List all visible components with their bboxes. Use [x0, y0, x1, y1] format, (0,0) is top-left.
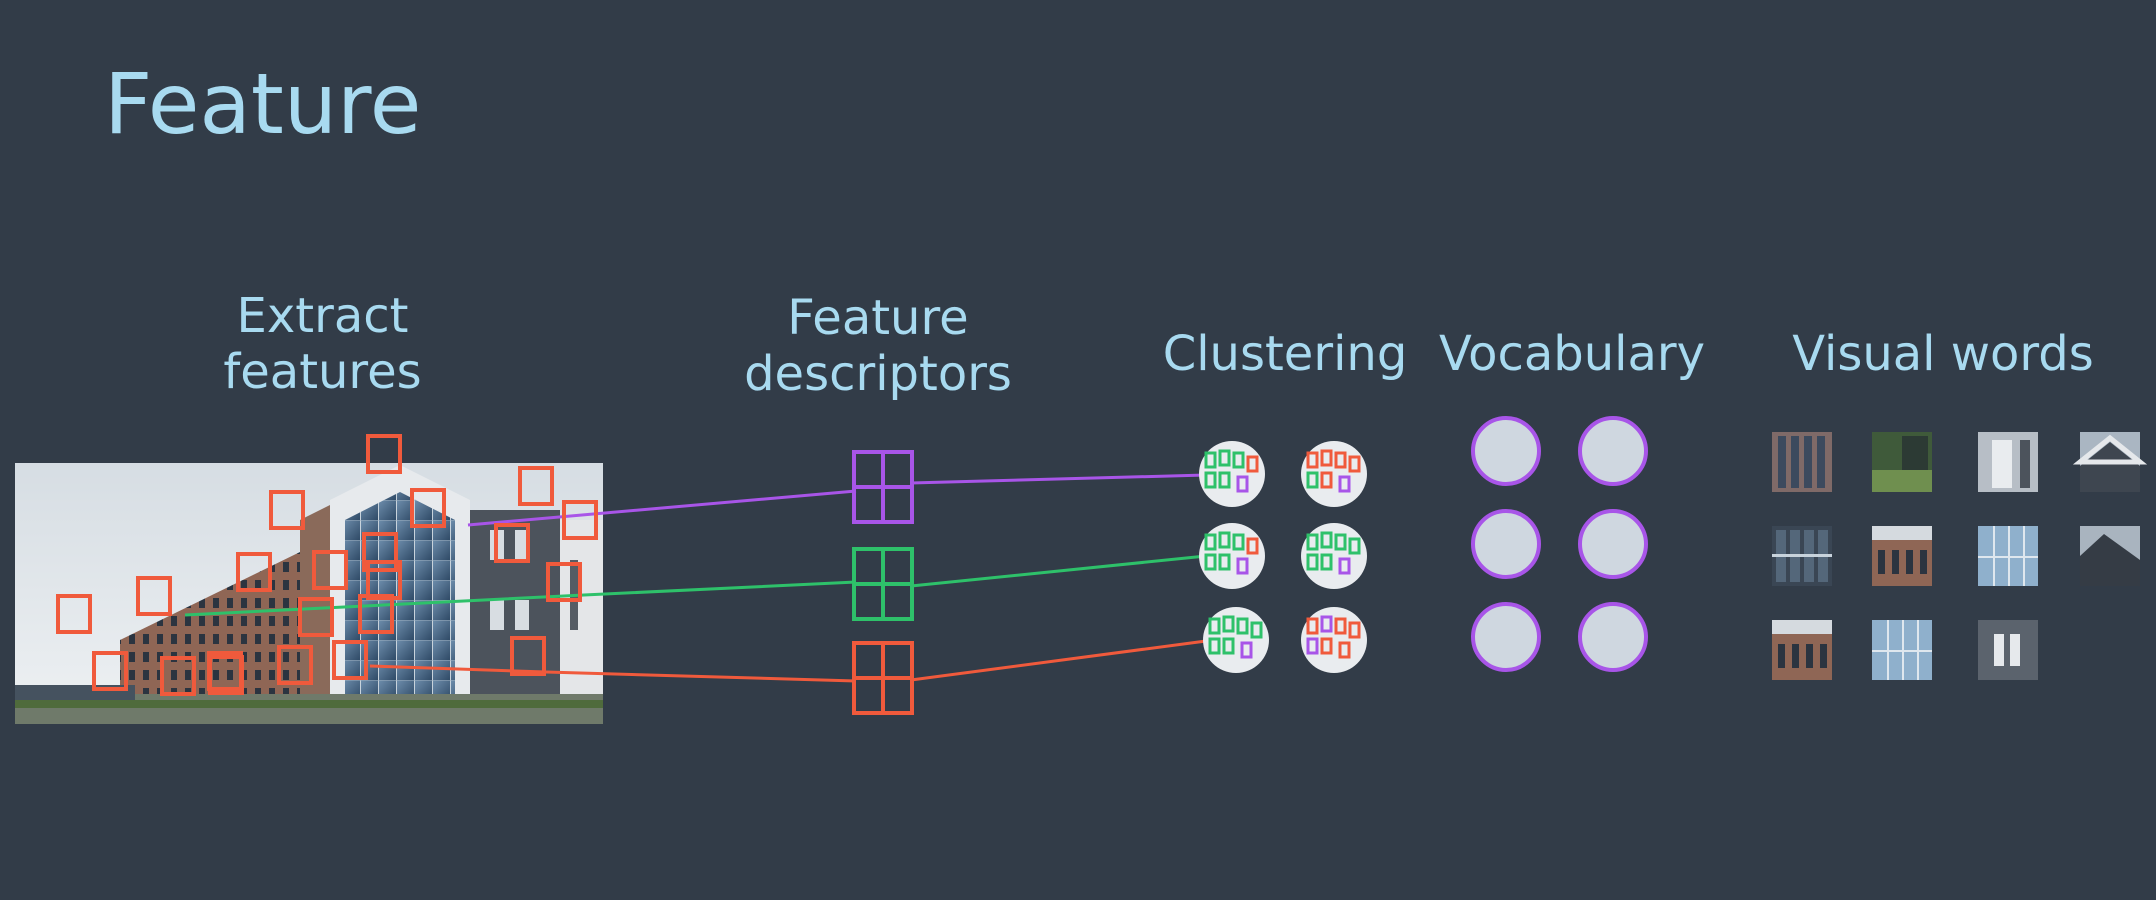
- vocabulary-word-circle-icon: [1578, 602, 1648, 672]
- feature-boxes: [56, 434, 598, 696]
- label-extract-line-1: Extract: [236, 288, 409, 344]
- clusters: [1199, 441, 1367, 673]
- descriptor-grid-icon: [852, 450, 914, 524]
- feature-box: [312, 550, 348, 590]
- feature-descriptors: [852, 450, 914, 715]
- feature-box: [298, 597, 334, 637]
- visual-word-thumbnail: [1872, 526, 1932, 586]
- feature-box: [518, 466, 554, 506]
- feature-box: [92, 651, 128, 691]
- visual-word-thumbnail: [1772, 432, 1832, 492]
- descriptor-grid-icon: [852, 641, 914, 715]
- vocabulary-words: [1471, 416, 1648, 672]
- cluster-circle-icon: [1301, 523, 1367, 589]
- feature-box: [56, 594, 92, 634]
- feature-box: [510, 636, 546, 676]
- feature-box: [269, 490, 305, 530]
- visual-word-thumbnail: [2072, 432, 2148, 492]
- label-extract-features: Extract features: [190, 288, 455, 400]
- cluster-circle-icon: [1199, 523, 1265, 589]
- cluster-circle-icon: [1301, 607, 1367, 673]
- visual-word-thumbnail: [1978, 432, 2038, 492]
- feature-box: [562, 500, 598, 540]
- feature-box: [332, 640, 368, 680]
- feature-box: [236, 552, 272, 592]
- page-title: Feature: [104, 55, 422, 153]
- visual-word-thumbnail: [1772, 620, 1832, 680]
- feature-box: [366, 434, 402, 474]
- label-visual-words: Visual words: [1792, 326, 2094, 382]
- cluster-circle-icon: [1203, 607, 1269, 673]
- visual-words: [1772, 432, 2148, 680]
- feature-box: [358, 594, 394, 634]
- label-clustering: Clustering: [1162, 326, 1408, 382]
- feature-box: [546, 562, 582, 602]
- feature-box: [362, 532, 398, 572]
- visual-word-thumbnail: [1978, 620, 2038, 680]
- feature-box: [410, 488, 446, 528]
- label-feature-descriptors: Feature descriptors: [728, 290, 1028, 402]
- vocabulary-word-circle-icon: [1471, 416, 1541, 486]
- vocabulary-word-circle-icon: [1578, 416, 1648, 486]
- connector-purple: [467, 473, 1207, 527]
- feature-box: [494, 523, 530, 563]
- label-descriptors-line-1: Feature: [787, 290, 969, 346]
- descriptor-grid-icon: [852, 547, 914, 621]
- cluster-circle-icon: [1199, 441, 1265, 507]
- label-descriptors-line-2: descriptors: [744, 346, 1012, 402]
- label-vocabulary: Vocabulary: [1438, 326, 1706, 382]
- label-extract-line-2: features: [223, 344, 422, 400]
- feature-box: [208, 655, 244, 695]
- visual-word-thumbnail: [1772, 526, 1832, 586]
- visual-word-thumbnail: [2080, 526, 2140, 586]
- feature-box: [160, 656, 196, 696]
- vocabulary-word-circle-icon: [1578, 509, 1648, 579]
- feature-box: [277, 645, 313, 685]
- cluster-circle-icon: [1301, 441, 1367, 507]
- vocabulary-word-circle-icon: [1471, 509, 1541, 579]
- connector-green: [184, 554, 1207, 617]
- vocabulary-word-circle-icon: [1471, 602, 1541, 672]
- visual-word-thumbnail: [1872, 432, 1932, 492]
- visual-word-thumbnail: [1872, 620, 1932, 680]
- feature-box: [136, 576, 172, 616]
- visual-word-thumbnail: [1978, 526, 2038, 586]
